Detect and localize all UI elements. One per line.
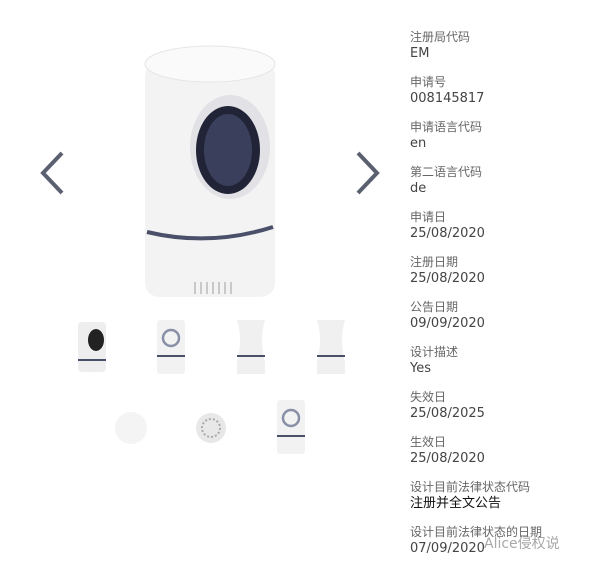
field-registry-code: 注册局代码 EM xyxy=(410,29,600,74)
field-legal-status-date: 设计目前法律状态的日期 07/09/2020 xyxy=(410,524,600,569)
field-label: 注册日期 xyxy=(410,255,459,269)
thumbnail-5[interactable] xyxy=(111,400,151,458)
field-value: 008145817 xyxy=(410,91,485,106)
field-application-number: 申请号 008145817 xyxy=(410,74,600,119)
field-design-description: 设计描述 Yes xyxy=(410,344,600,389)
watermark: Alice侵权说 xyxy=(484,536,560,552)
field-value: 07/09/2020 xyxy=(410,541,485,556)
thumbnail-1[interactable] xyxy=(72,318,112,376)
field-label: 设计描述 xyxy=(410,345,459,359)
field-value: de xyxy=(410,181,427,196)
field-value: EM xyxy=(410,46,430,61)
chevron-left-icon[interactable] xyxy=(38,150,68,196)
field-value: 25/08/2020 xyxy=(410,226,485,241)
design-details: 注册局代码 EM 申请号 008145817 申请语言代码 en 第二语言代码 de 申… xyxy=(410,29,600,569)
thumbnail-7[interactable] xyxy=(271,398,311,456)
field-label: 申请号 xyxy=(410,75,447,89)
field-label: 设计目前法律状态的日期 xyxy=(410,525,543,539)
field-value: en xyxy=(410,136,427,151)
field-registration-date: 注册日期 25/08/2020 xyxy=(410,254,600,299)
thumbnail-2[interactable] xyxy=(151,318,191,376)
field-label: 申请语言代码 xyxy=(410,120,483,134)
field-label: 申请日 xyxy=(410,210,447,224)
field-label: 注册局代码 xyxy=(410,30,471,44)
field-label: 生效日 xyxy=(410,435,447,449)
field-value: 25/08/2025 xyxy=(410,406,485,421)
field-value: 09/09/2020 xyxy=(410,316,485,331)
thumbnail-4[interactable] xyxy=(311,318,351,376)
field-second-language: 第二语言代码 de xyxy=(410,164,600,209)
field-label: 公告日期 xyxy=(410,300,459,314)
thumbnail-3[interactable] xyxy=(231,318,271,376)
field-label: 第二语言代码 xyxy=(410,165,483,179)
chevron-right-icon[interactable] xyxy=(352,150,382,196)
field-label: 失效日 xyxy=(410,390,447,404)
field-application-language: 申请语言代码 en xyxy=(410,119,600,164)
field-value: 注册并全文公告 xyxy=(410,496,502,511)
thumbnail-6[interactable] xyxy=(191,400,231,458)
field-expiry-date: 失效日 25/08/2025 xyxy=(410,389,600,434)
main-product-image xyxy=(144,45,276,297)
field-label: 设计目前法律状态代码 xyxy=(410,480,531,494)
field-value: 25/08/2020 xyxy=(410,271,485,286)
field-filing-date: 申请日 25/08/2020 xyxy=(410,209,600,254)
field-value: Yes xyxy=(410,361,431,376)
field-legal-status-code: 设计目前法律状态代码注册并全文公告 xyxy=(410,479,600,524)
field-effective-date: 生效日 25/08/2020 xyxy=(410,434,600,479)
field-value: 25/08/2020 xyxy=(410,451,485,466)
field-publication-date: 公告日期 09/09/2020 xyxy=(410,299,600,344)
